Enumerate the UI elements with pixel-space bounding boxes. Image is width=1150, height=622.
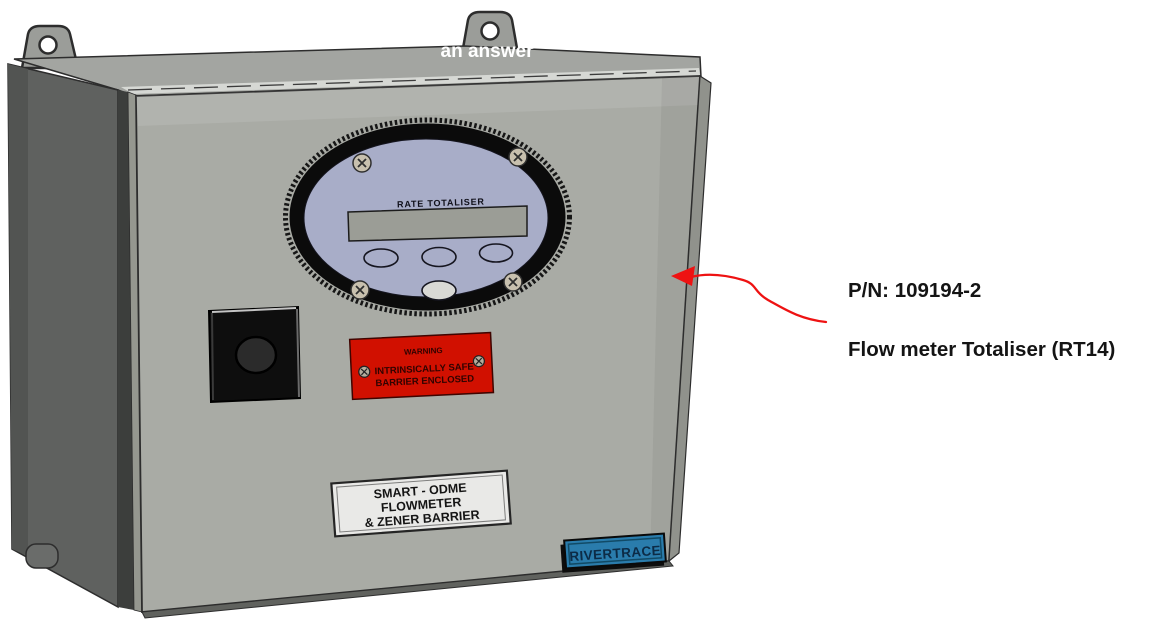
door-top-highlight (136, 76, 700, 126)
totaliser-display: RATE TOTALISER (283, 117, 572, 317)
housing-top-bevel (211, 307, 297, 313)
mounting-tab-right-icon (460, 10, 520, 56)
push-button-icon (234, 335, 278, 375)
display-button-right (478, 243, 514, 263)
display-button-enter (421, 280, 457, 301)
door-right-shading (650, 76, 700, 563)
part-description-text: Flow meter Totaliser (RT14) (848, 338, 1115, 361)
name-label-line-1: SMART - ODME (373, 481, 467, 502)
warning-line-3: BARRIER ENCLOSED (375, 373, 474, 389)
name-label-line-2: FLOWMETER (380, 495, 461, 515)
callout-annotation: P/N: 109194-2 Flow meter Totaliser (RT14… (671, 266, 1115, 361)
part-number-text: P/N: 109194-2 (848, 279, 981, 302)
warning-screw-right-icon (472, 355, 485, 368)
warning-line-1: WARNING (404, 346, 443, 357)
bezel-screw-ne-icon (508, 147, 528, 167)
callout-arrow-line (689, 273, 828, 324)
warning-screw-left-icon (358, 365, 371, 378)
rate-totaliser-title: RATE TOTALISER (397, 196, 485, 209)
callout-arrowhead-icon (671, 266, 695, 286)
watermark-text: an answer (441, 41, 535, 62)
warning-label-plate (348, 331, 495, 401)
brand-label-inner-frame (567, 537, 663, 565)
display-button-left (363, 248, 399, 268)
bezel-screw-se-icon (503, 272, 523, 292)
hinge-strip (118, 90, 134, 610)
mounting-hole-left (38, 35, 58, 55)
housing-right-bevel (296, 308, 300, 398)
lcd-display (347, 205, 528, 242)
name-label: SMART - ODME FLOWMETER & ZENER BARRIER (330, 469, 512, 538)
enclosure-bottom-edge (141, 560, 674, 619)
name-label-plate (330, 469, 512, 538)
enclosure-foot (25, 543, 59, 569)
bezel-knurled-rim (283, 117, 572, 317)
warning-line-2: INTRINSICALLY SAFE (374, 361, 474, 377)
lid-seam-line (127, 70, 697, 91)
side-panel-shading (8, 64, 28, 556)
warning-label: WARNING INTRINSICALLY SAFE BARRIER ENCLO… (348, 331, 495, 401)
brand-label: RIVERTRACE (560, 532, 667, 573)
bezel-screw-sw-icon (350, 280, 370, 300)
housing-left-bevel (211, 312, 214, 401)
brand-label-text: RIVERTRACE (569, 543, 662, 564)
display-button-center (421, 246, 457, 268)
push-button-module (207, 305, 302, 404)
name-label-inner-frame (336, 474, 506, 533)
enclosure-right-edge (668, 74, 712, 563)
bezel-screw-nw-icon (352, 153, 372, 173)
mounting-hole-right (480, 21, 500, 41)
